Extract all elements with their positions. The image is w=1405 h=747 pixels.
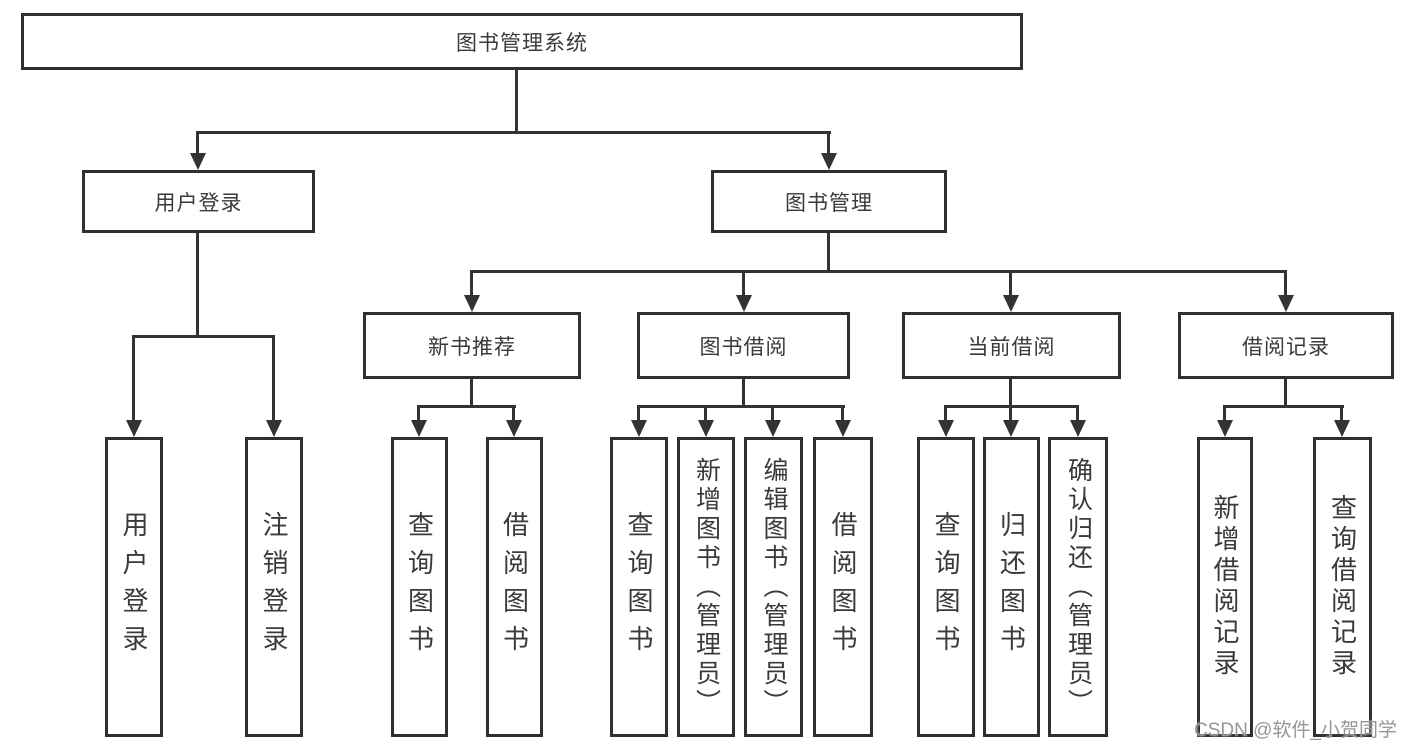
arrowhead-down-icon <box>126 420 142 437</box>
leaf-recommend-query-books: 查询图书 <box>391 437 448 737</box>
connector-drop <box>1009 405 1012 422</box>
leaf-borrow-borrow-books: 借阅图书 <box>813 437 873 737</box>
arrowhead-down-icon <box>736 295 752 312</box>
connector-level2-hline <box>196 131 831 134</box>
leaf-borrow-add-books-admin: 新增图书（管理员） <box>677 437 735 737</box>
node-label: 图书管理系统 <box>456 31 588 55</box>
connector-drop <box>1076 405 1079 422</box>
arrowhead-down-icon <box>411 420 427 437</box>
node-label: 查询借阅记录 <box>1327 494 1358 680</box>
connector-drop <box>1223 405 1226 422</box>
node-label: 用户登录 <box>154 191 243 215</box>
arrowhead-down-icon <box>1278 295 1294 312</box>
arrowhead-down-icon <box>1070 420 1086 437</box>
node-label: 当前借阅 <box>967 335 1056 359</box>
connector-borrow-records-drop <box>1284 270 1287 297</box>
arrowhead-down-icon <box>1003 295 1019 312</box>
leaf-user-login: 用户登录 <box>105 437 163 737</box>
arrowhead-down-icon <box>190 153 206 170</box>
arrowhead-down-icon <box>464 295 480 312</box>
leaf-current-confirm-return-admin: 确认归还（管理员） <box>1048 437 1108 737</box>
node-label: 查询图书 <box>931 511 961 663</box>
connector-current-borrow-drop <box>1009 270 1012 297</box>
node-label: 借阅记录 <box>1242 335 1330 359</box>
node-label: 新书推荐 <box>428 335 516 359</box>
connector-leaf-logout-drop <box>272 335 275 422</box>
arrowhead-down-icon <box>1217 420 1233 437</box>
arrowhead-down-icon <box>266 420 282 437</box>
arrowhead-down-icon <box>506 420 522 437</box>
node-label: 归还图书 <box>996 511 1027 663</box>
connector-new-book-hline <box>417 405 516 408</box>
node-label: 图书管理 <box>785 191 873 215</box>
connector-leaf-user-login-drop <box>132 335 135 422</box>
connector-user-login-hline <box>132 335 275 338</box>
connector-book-management-drop <box>827 131 830 155</box>
node-label: 图书借阅 <box>699 335 788 359</box>
arrowhead-down-icon <box>1003 420 1019 437</box>
node-label: 查询图书 <box>404 511 435 663</box>
node-current-borrow: 当前借阅 <box>902 312 1121 379</box>
csdn-watermark: CSDN @软件_小贺同学 <box>1194 720 1397 741</box>
connector-book-borrow-drop <box>742 270 745 297</box>
connector-user-login-drop <box>196 131 199 155</box>
node-book-borrow: 图书借阅 <box>637 312 850 379</box>
leaf-borrow-edit-books-admin: 编辑图书（管理员） <box>744 437 803 737</box>
leaf-current-query-books: 查询图书 <box>917 437 975 737</box>
node-label: 注销登录 <box>259 511 289 663</box>
connector-current-borrow-stem <box>1009 379 1012 407</box>
leaf-recommend-borrow-books: 借阅图书 <box>486 437 543 737</box>
node-label: 查询图书 <box>624 511 654 663</box>
node-label: 编辑图书（管理员） <box>760 456 788 718</box>
arrowhead-down-icon <box>938 420 954 437</box>
connector-drop <box>637 405 640 422</box>
arrowhead-down-icon <box>631 420 647 437</box>
connector-borrow-records-stem <box>1284 379 1287 407</box>
node-label: 新增图书（管理员） <box>692 456 721 718</box>
node-root: 图书管理系统 <box>21 13 1023 70</box>
leaf-current-return-books: 归还图书 <box>983 437 1040 737</box>
connector-root-stem <box>515 69 518 134</box>
connector-book-borrow-stem <box>742 379 745 407</box>
leaf-records-add-record: 新增借阅记录 <box>1197 437 1253 737</box>
node-new-book-recommend: 新书推荐 <box>363 312 581 379</box>
connector-drop <box>512 405 515 422</box>
node-label: 新增借阅记录 <box>1210 494 1240 680</box>
connector-drop <box>841 405 844 422</box>
connector-borrow-records-hline <box>1223 405 1344 408</box>
arrowhead-down-icon <box>821 153 837 170</box>
connector-drop <box>944 405 947 422</box>
leaf-borrow-query-books: 查询图书 <box>610 437 668 737</box>
node-label: 借阅图书 <box>828 511 858 663</box>
connector-drop <box>771 405 774 422</box>
arrowhead-down-icon <box>1334 420 1350 437</box>
arrowhead-down-icon <box>698 420 714 437</box>
connector-level3-hline <box>470 270 1287 273</box>
arrowhead-down-icon <box>835 420 851 437</box>
connector-new-book-stem <box>470 379 473 407</box>
leaf-records-query-record: 查询借阅记录 <box>1313 437 1372 737</box>
connector-book-management-stem <box>827 233 830 273</box>
connector-new-book-drop <box>470 270 473 297</box>
connector-book-borrow-hline <box>637 405 845 408</box>
node-user-login: 用户登录 <box>82 170 315 233</box>
connector-user-login-stem <box>196 233 199 337</box>
connector-drop <box>1340 405 1343 422</box>
connector-drop <box>417 405 420 422</box>
node-label: 借阅图书 <box>499 511 530 663</box>
node-borrow-records: 借阅记录 <box>1178 312 1394 379</box>
node-book-management: 图书管理 <box>711 170 947 233</box>
leaf-logout: 注销登录 <box>245 437 303 737</box>
node-label: 确认归还（管理员） <box>1064 456 1093 718</box>
connector-drop <box>704 405 707 422</box>
arrowhead-down-icon <box>765 420 781 437</box>
node-label: 用户登录 <box>119 511 149 663</box>
